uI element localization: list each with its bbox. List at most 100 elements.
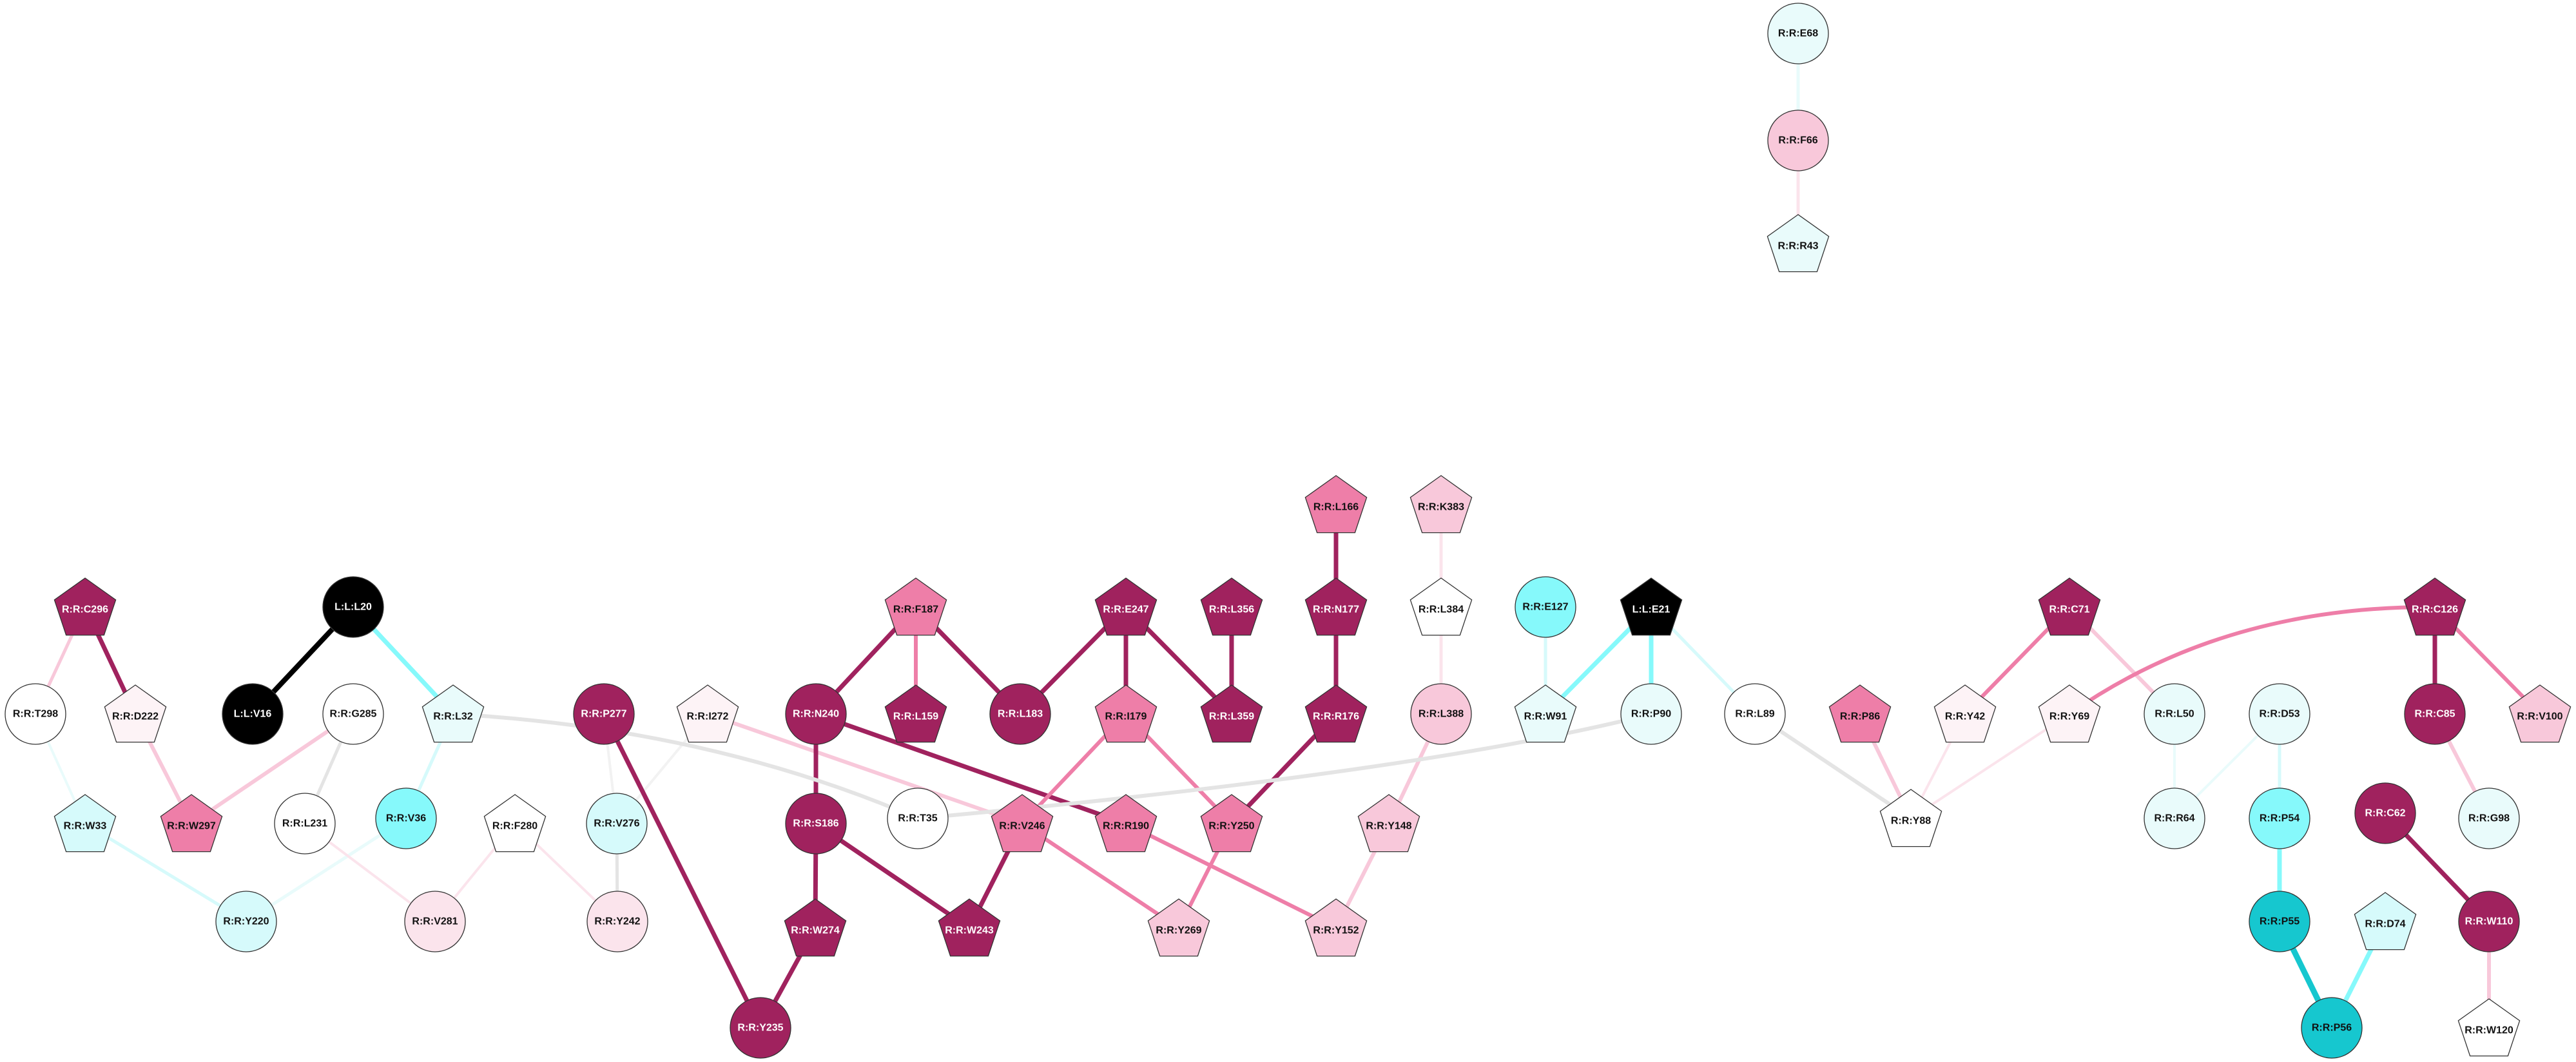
node-label: R:R:D74 [2365, 919, 2405, 930]
node-label: R:R:R176 [1313, 711, 1359, 722]
node-l20[interactable]: L:L:L20 [322, 576, 384, 638]
node-shape-circle [730, 997, 791, 1059]
node-label: R:R:Y242 [594, 916, 640, 927]
node-v276[interactable]: R:R:V276 [586, 793, 648, 854]
node-v100[interactable]: R:R:V100 [2508, 684, 2571, 743]
node-n177[interactable]: R:R:N177 [1304, 577, 1368, 636]
node-d53[interactable]: R:R:D53 [2249, 683, 2310, 745]
node-l384[interactable]: R:R:L384 [1409, 577, 1473, 636]
node-label: R:R:E247 [1103, 604, 1148, 615]
node-l359[interactable]: R:R:L359 [1200, 684, 1263, 743]
node-shape-pentagon [1304, 684, 1368, 743]
node-w297[interactable]: R:R:W297 [160, 794, 223, 853]
node-l356[interactable]: R:R:L356 [1200, 577, 1263, 636]
node-s186[interactable]: R:R:S186 [785, 793, 847, 854]
edge-c126-y69 [2068, 604, 2436, 716]
node-l388[interactable]: R:R:L388 [1410, 683, 1472, 745]
node-r190[interactable]: R:R:R190 [1094, 794, 1157, 853]
node-y42[interactable]: R:R:Y42 [1933, 684, 1997, 743]
node-c85[interactable]: R:R:C85 [2404, 683, 2466, 745]
node-c62[interactable]: R:R:C62 [2354, 782, 2416, 844]
node-f280[interactable]: R:R:F280 [483, 794, 547, 853]
node-p54[interactable]: R:R:P54 [2249, 787, 2310, 849]
node-l166[interactable]: R:R:L166 [1304, 475, 1368, 534]
node-shape-pentagon [1767, 214, 1830, 273]
node-r176[interactable]: R:R:R176 [1304, 684, 1368, 743]
node-e247[interactable]: R:R:E247 [1094, 577, 1157, 636]
node-v281[interactable]: R:R:V281 [404, 891, 466, 952]
node-y250[interactable]: R:R:Y250 [1200, 794, 1263, 853]
node-label: R:R:Y269 [1156, 925, 1201, 936]
node-w120[interactable]: R:R:W120 [2457, 998, 2521, 1057]
node-shape-circle [215, 891, 277, 952]
node-l183[interactable]: R:R:L183 [989, 683, 1051, 745]
node-shape-circle [1515, 576, 1576, 638]
node-shape-circle [274, 793, 336, 854]
node-d74[interactable]: R:R:D74 [2354, 892, 2417, 951]
node-y88[interactable]: R:R:Y88 [1879, 789, 1942, 847]
node-i179[interactable]: R:R:I179 [1094, 684, 1157, 743]
node-l159[interactable]: R:R:L159 [884, 684, 947, 743]
node-shape-circle [989, 683, 1051, 745]
node-y69[interactable]: R:R:Y69 [2038, 684, 2101, 743]
node-label: R:R:I272 [687, 711, 729, 722]
node-f66[interactable]: R:R:F66 [1767, 110, 1829, 171]
node-g98[interactable]: R:R:G98 [2458, 787, 2520, 849]
node-d222[interactable]: R:R:D222 [104, 684, 167, 743]
node-c126[interactable]: R:R:C126 [2403, 577, 2466, 636]
node-i272[interactable]: R:R:I272 [676, 684, 739, 743]
node-p90[interactable]: R:R:P90 [1620, 683, 1682, 745]
node-r64[interactable]: R:R:R64 [2144, 787, 2205, 849]
node-p56[interactable]: R:R:P56 [2301, 997, 2363, 1059]
node-e127[interactable]: R:R:E127 [1515, 576, 1576, 638]
node-label: R:R:C85 [2414, 709, 2455, 720]
node-label: R:R:C71 [2049, 604, 2089, 615]
node-r43[interactable]: R:R:R43 [1767, 214, 1830, 273]
node-e21[interactable]: L:L:E21 [1620, 577, 1683, 636]
node-label: R:R:C62 [2365, 808, 2405, 819]
node-shape-circle [2458, 891, 2520, 952]
node-c71[interactable]: R:R:C71 [2038, 577, 2101, 636]
node-shape-pentagon [1094, 577, 1157, 636]
node-e68[interactable]: R:R:E68 [1767, 3, 1829, 64]
node-w274[interactable]: R:R:W274 [784, 898, 847, 957]
node-l89[interactable]: R:R:L89 [1724, 683, 1786, 745]
node-label: R:R:Y152 [1313, 925, 1359, 936]
node-l231[interactable]: R:R:L231 [274, 793, 336, 854]
node-g285[interactable]: R:R:G285 [322, 683, 384, 745]
node-l50[interactable]: R:R:L50 [2144, 683, 2205, 745]
node-y242[interactable]: R:R:Y242 [586, 891, 648, 952]
node-w91[interactable]: R:R:W91 [1514, 684, 1577, 743]
node-y220[interactable]: R:R:Y220 [215, 891, 277, 952]
node-l32[interactable]: R:R:L32 [421, 684, 485, 743]
node-p277[interactable]: R:R:P277 [573, 683, 635, 745]
node-t298[interactable]: R:R:T298 [5, 683, 66, 745]
node-n240[interactable]: R:R:N240 [785, 683, 847, 745]
node-v246[interactable]: R:R:V246 [991, 794, 1054, 853]
node-p86[interactable]: R:R:P86 [1828, 684, 1892, 743]
node-y269[interactable]: R:R:Y269 [1147, 898, 1210, 957]
node-shape-circle [785, 793, 847, 854]
node-y235[interactable]: R:R:Y235 [730, 997, 791, 1059]
node-f187[interactable]: R:R:F187 [884, 577, 947, 636]
node-shape-pentagon [991, 794, 1054, 853]
node-label: R:R:L356 [1209, 604, 1254, 615]
node-label: R:R:Y250 [1208, 821, 1254, 832]
node-shape-circle [573, 683, 635, 745]
node-c296[interactable]: R:R:C296 [53, 577, 117, 636]
node-shape-pentagon [483, 794, 547, 853]
node-v16[interactable]: L:L:V16 [222, 683, 284, 745]
node-y148[interactable]: R:R:Y148 [1357, 794, 1420, 853]
edge-p277-y235 [601, 713, 763, 1029]
node-y152[interactable]: R:R:Y152 [1304, 898, 1368, 957]
node-p55[interactable]: R:R:P55 [2249, 891, 2310, 952]
node-k383[interactable]: R:R:K383 [1409, 475, 1473, 534]
node-w33[interactable]: R:R:W33 [53, 794, 117, 853]
node-v36[interactable]: R:R:V36 [375, 787, 437, 849]
node-label: L:L:E21 [1632, 604, 1671, 615]
node-w243[interactable]: R:R:W243 [938, 898, 1001, 957]
node-t35[interactable]: R:R:T35 [887, 787, 949, 849]
node-w110[interactable]: R:R:W110 [2458, 891, 2520, 952]
node-label: R:R:P277 [581, 709, 626, 720]
node-label: R:R:L32 [433, 711, 472, 722]
